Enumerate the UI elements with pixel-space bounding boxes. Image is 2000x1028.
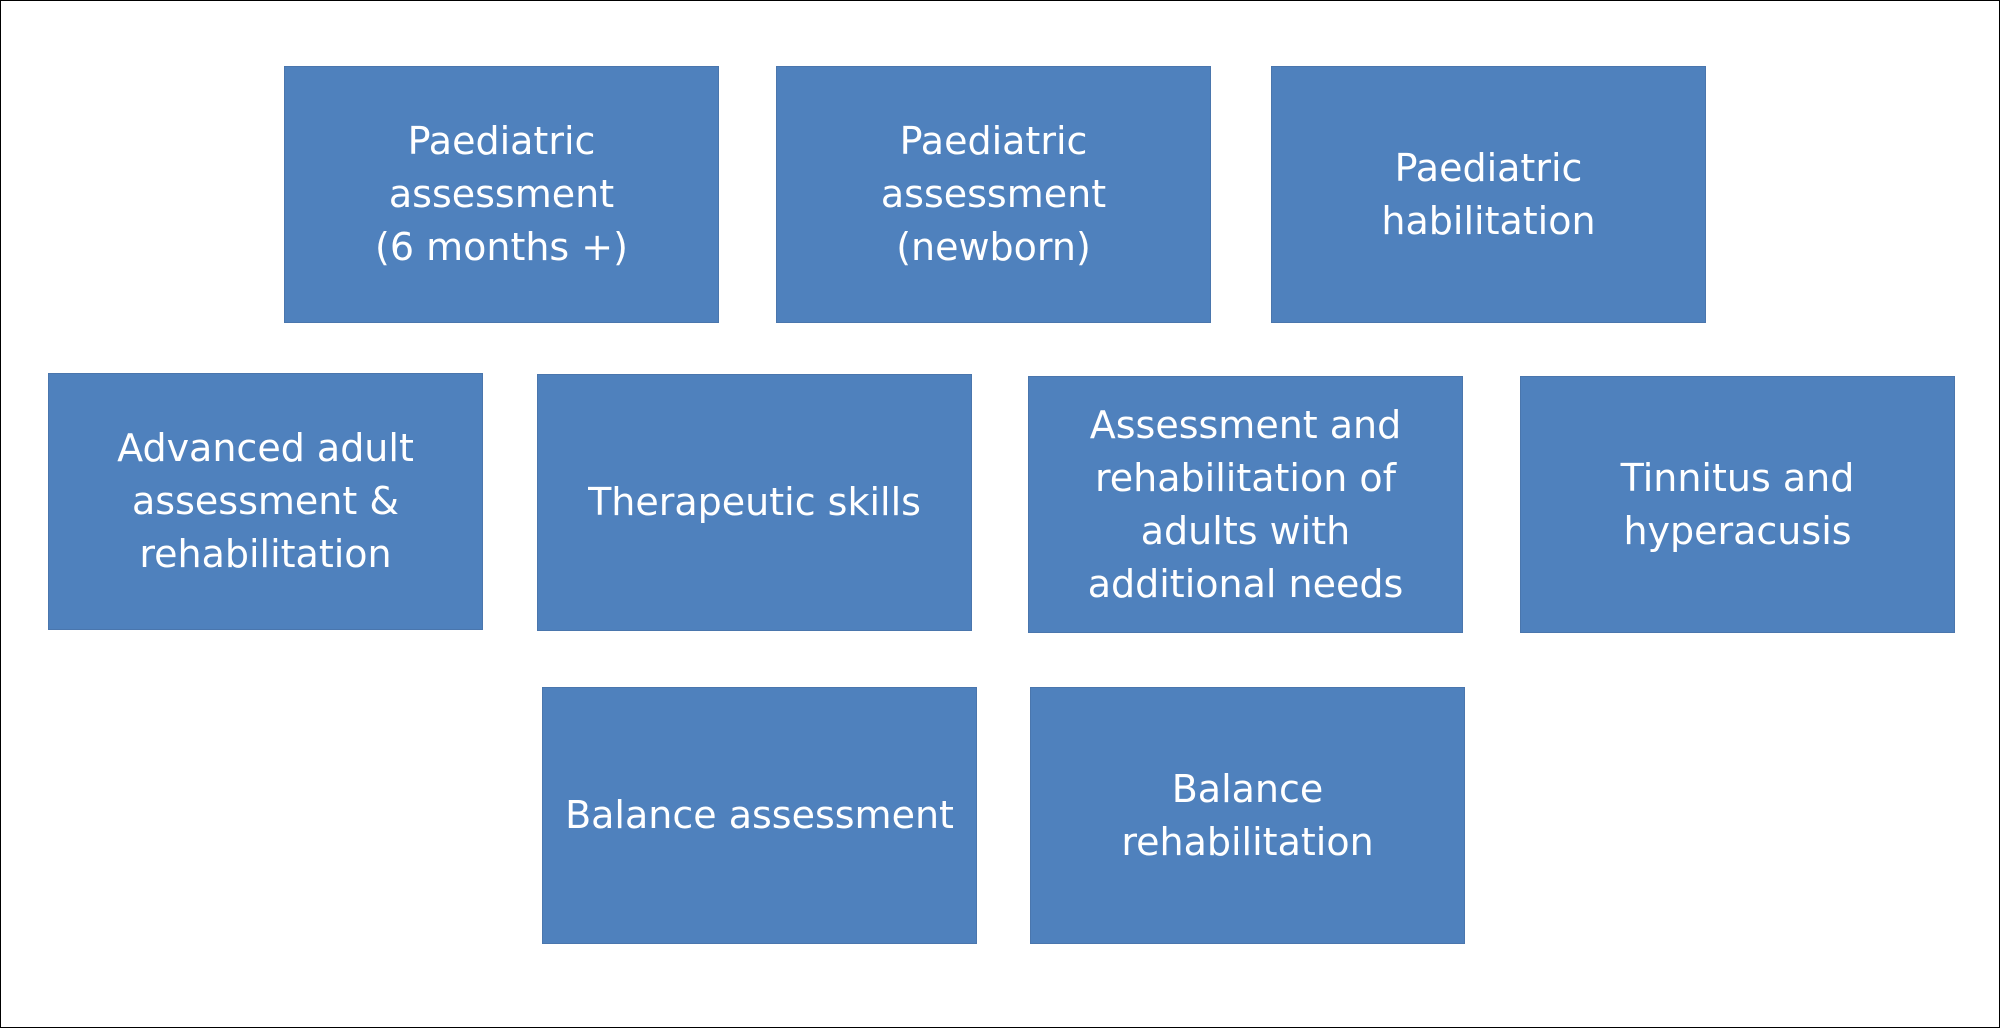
box-balance-rehabilitation: Balance rehabilitation (1030, 687, 1465, 944)
box-label: Balance assessment (565, 793, 954, 837)
box-label: Tinnitus and hyperacusis (1620, 455, 1855, 553)
box-label: Paediatric assessment (newborn) (880, 119, 1107, 269)
box-paediatric-habilitation: Paediatric habilitation (1271, 66, 1706, 323)
box-paediatric-assessment-6-months: Paediatric assessment (6 months +) (284, 66, 719, 323)
box-label: Balance rehabilitation (1121, 766, 1374, 864)
box-therapeutic-skills: Therapeutic skills (537, 374, 972, 631)
box-label: Paediatric assessment (6 months +) (375, 119, 628, 269)
box-label: Paediatric habilitation (1381, 145, 1596, 243)
box-tinnitus-hyperacusis: Tinnitus and hyperacusis (1520, 376, 1955, 633)
box-label: Assessment and rehabilitation of adults … (1087, 402, 1404, 606)
box-advanced-adult-assessment: Advanced adult assessment & rehabilitati… (48, 373, 483, 630)
box-paediatric-assessment-newborn: Paediatric assessment (newborn) (776, 66, 1211, 323)
box-label: Advanced adult assessment & rehabilitati… (117, 426, 414, 576)
box-adults-additional-needs: Assessment and rehabilitation of adults … (1028, 376, 1463, 633)
box-balance-assessment: Balance assessment (542, 687, 977, 944)
box-label: Therapeutic skills (588, 480, 921, 524)
